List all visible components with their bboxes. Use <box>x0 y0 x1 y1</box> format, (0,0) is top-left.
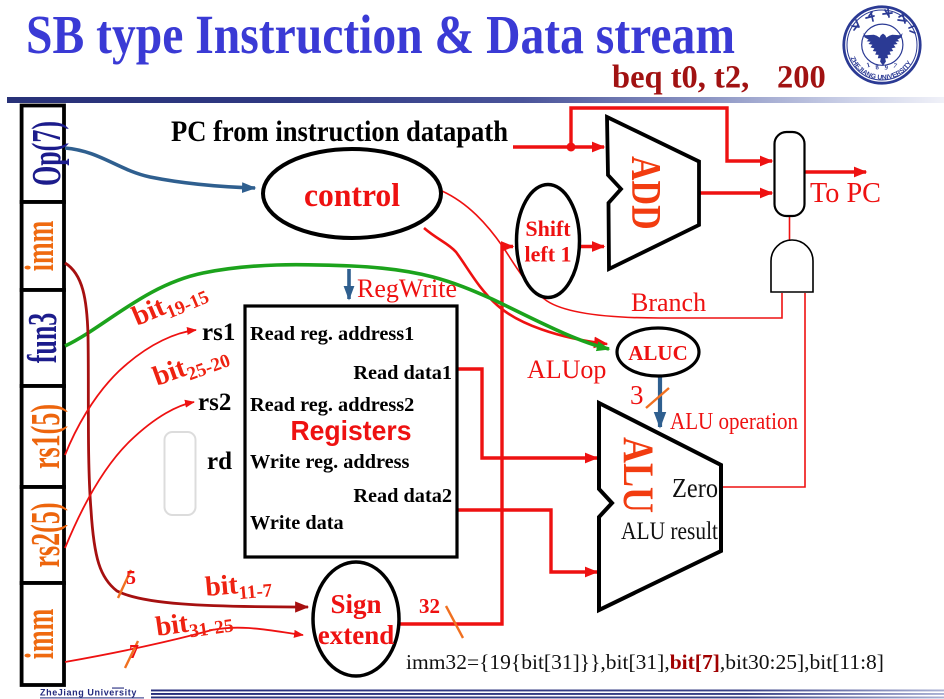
svg-text:Write data: Write data <box>250 512 344 534</box>
svg-text:extend: extend <box>318 620 395 650</box>
svg-text:rd: rd <box>207 448 232 475</box>
svg-text:Read data2: Read data2 <box>353 485 452 507</box>
svg-text:Sign: Sign <box>330 589 381 619</box>
svg-text:rs1: rs1 <box>202 319 235 346</box>
svg-text:Shift: Shift <box>525 216 571 241</box>
svg-text:control: control <box>304 178 400 214</box>
svg-text:ALU operation: ALU operation <box>670 409 798 435</box>
svg-text:To PC: To PC <box>810 178 881 209</box>
svg-text:PC from instruction datapath: PC from instruction datapath <box>171 115 508 148</box>
svg-text:imm: imm <box>16 609 63 660</box>
svg-text:RegWrite: RegWrite <box>357 274 457 303</box>
svg-text:ALUop: ALUop <box>527 355 606 384</box>
svg-text:fun3: fun3 <box>19 313 66 364</box>
svg-text:9: 9 <box>884 64 889 71</box>
svg-text:3: 3 <box>630 380 644 410</box>
svg-text:200: 200 <box>777 60 826 96</box>
svg-text:Read reg. address1: Read reg. address1 <box>250 323 414 345</box>
svg-text:ALU result: ALU result <box>621 518 718 545</box>
svg-text:7: 7 <box>129 641 139 663</box>
svg-text:Registers: Registers <box>291 415 412 446</box>
svg-text:Read reg. address2: Read reg. address2 <box>250 394 414 416</box>
svg-text:7: 7 <box>892 62 898 70</box>
svg-text:rs1(5): rs1(5) <box>22 404 69 469</box>
svg-text:ADD: ADD <box>622 156 668 230</box>
svg-text:Zero: Zero <box>672 473 718 503</box>
svg-text:5: 5 <box>126 567 136 589</box>
svg-text:ALU: ALU <box>614 437 662 513</box>
svg-text:rs2: rs2 <box>198 389 231 416</box>
svg-text:left 1: left 1 <box>524 242 571 267</box>
svg-text:ALUC: ALUC <box>628 341 688 365</box>
svg-text:Write reg. address: Write reg. address <box>250 451 410 473</box>
svg-text:ZheJiang University: ZheJiang University <box>40 688 137 698</box>
svg-text:1: 1 <box>866 62 872 70</box>
svg-text:rs2(5): rs2(5) <box>22 503 69 568</box>
svg-text:imm: imm <box>16 221 63 272</box>
svg-text:Op(7): Op(7) <box>23 121 70 186</box>
svg-text:Branch: Branch <box>631 288 706 317</box>
svg-text:32: 32 <box>419 594 440 618</box>
svg-text:SB type Instruction & Data str: SB type Instruction & Data stream <box>26 4 735 65</box>
svg-text:Read data1: Read data1 <box>353 362 452 384</box>
svg-text:8: 8 <box>875 64 880 71</box>
svg-text:imm32={19{bit[31]}},bit[31],bi: imm32={19{bit[31]}},bit[31],bit[7],bit30… <box>406 650 884 674</box>
svg-text:beq t0, t2,: beq t0, t2, <box>612 60 749 96</box>
